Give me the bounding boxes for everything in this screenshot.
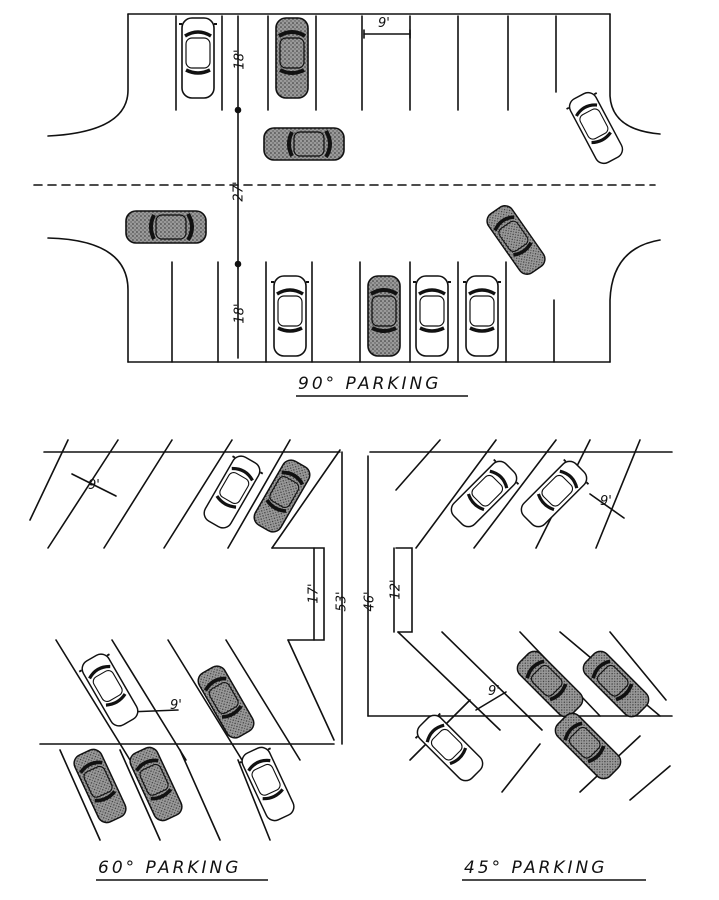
car-dark: [69, 744, 131, 828]
dim-stall-width-top: 9': [600, 494, 612, 509]
cars-ninety: [124, 16, 630, 358]
car-light: [234, 741, 302, 827]
dim-stall-width-bottom: 9': [170, 698, 182, 713]
dim-aisle-width: 27': [231, 181, 247, 202]
car-light: [444, 454, 524, 534]
car-dark: [274, 16, 310, 100]
dim-aisle-width: 17': [306, 583, 322, 604]
dim-stall-width-bottom: 9': [488, 684, 500, 699]
sixty-degree-layout: [29, 439, 343, 841]
car-dark: [366, 274, 402, 358]
car-dark: [124, 209, 208, 245]
car-light: [269, 274, 311, 358]
car-light: [411, 274, 453, 358]
car-light: [410, 708, 490, 788]
car-dark: [262, 126, 346, 162]
car-light: [562, 86, 630, 170]
ninety-degree-title: 90° PARKING: [298, 374, 442, 394]
forty-five-degree-title: 45° PARKING: [464, 858, 608, 878]
dim-aisle-width: 12': [388, 579, 404, 600]
car-dark: [577, 645, 655, 723]
dim-stall-width: 9': [378, 16, 390, 31]
car-light: [177, 16, 219, 100]
dim-total-width: 46': [362, 591, 378, 612]
dim-stall-depth-bottom: 18': [232, 303, 248, 324]
car-light: [514, 454, 594, 534]
car-dark: [511, 645, 589, 723]
car-dark: [481, 200, 551, 280]
dim-stall-width-top: 9': [88, 478, 100, 493]
dim-stall-depth-top: 18': [232, 49, 248, 70]
car-light: [461, 274, 503, 358]
ninety-degree-layout: [33, 13, 661, 363]
car-dark: [549, 707, 627, 785]
forty-five-degree-layout: [367, 439, 673, 801]
sixty-degree-title: 60° PARKING: [98, 858, 242, 878]
dim-total-width: 53': [334, 591, 350, 612]
cars-sixty: [69, 449, 315, 828]
